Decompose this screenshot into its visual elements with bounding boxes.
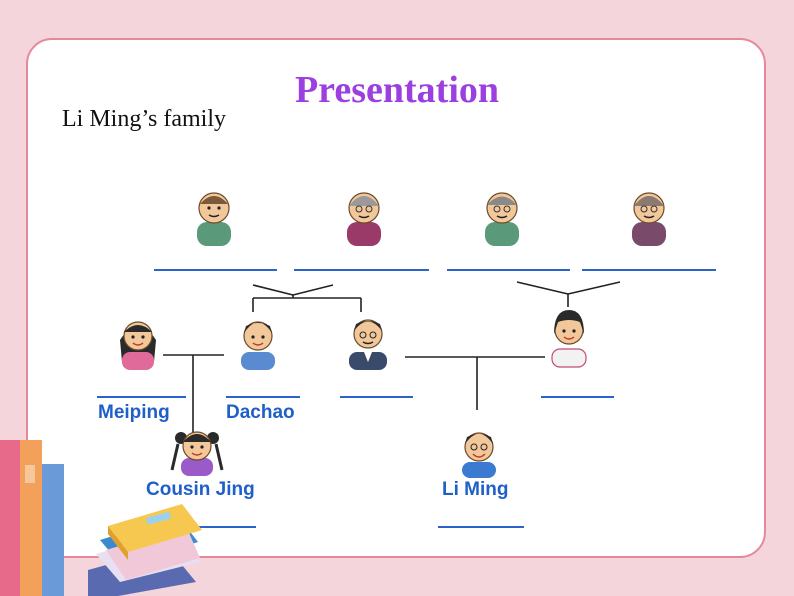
grandpa-paternal-avatar	[197, 192, 231, 246]
li-ming-avatar	[462, 432, 496, 478]
tree-connectors	[163, 281, 621, 434]
mother-avatar	[551, 310, 587, 368]
uncle-avatar	[241, 321, 275, 370]
books-decoration	[0, 440, 202, 596]
grandma-maternal-avatar	[632, 192, 666, 246]
aunt-avatar	[120, 321, 156, 370]
label-dachao: Dachao	[226, 402, 295, 423]
grandpa-maternal-avatar	[485, 192, 519, 246]
label-meiping: Meiping	[98, 402, 170, 423]
slide-subtitle: Li Ming’s family	[62, 106, 226, 132]
grandma-paternal-avatar	[347, 192, 381, 246]
slide-title: Presentation	[294, 69, 500, 111]
slide-card	[26, 38, 766, 558]
label-cousin-jing: Cousin Jing	[146, 479, 255, 500]
label-li-ming: Li Ming	[442, 479, 509, 500]
father-avatar	[349, 319, 387, 370]
cousin-jing-avatar	[170, 431, 224, 476]
